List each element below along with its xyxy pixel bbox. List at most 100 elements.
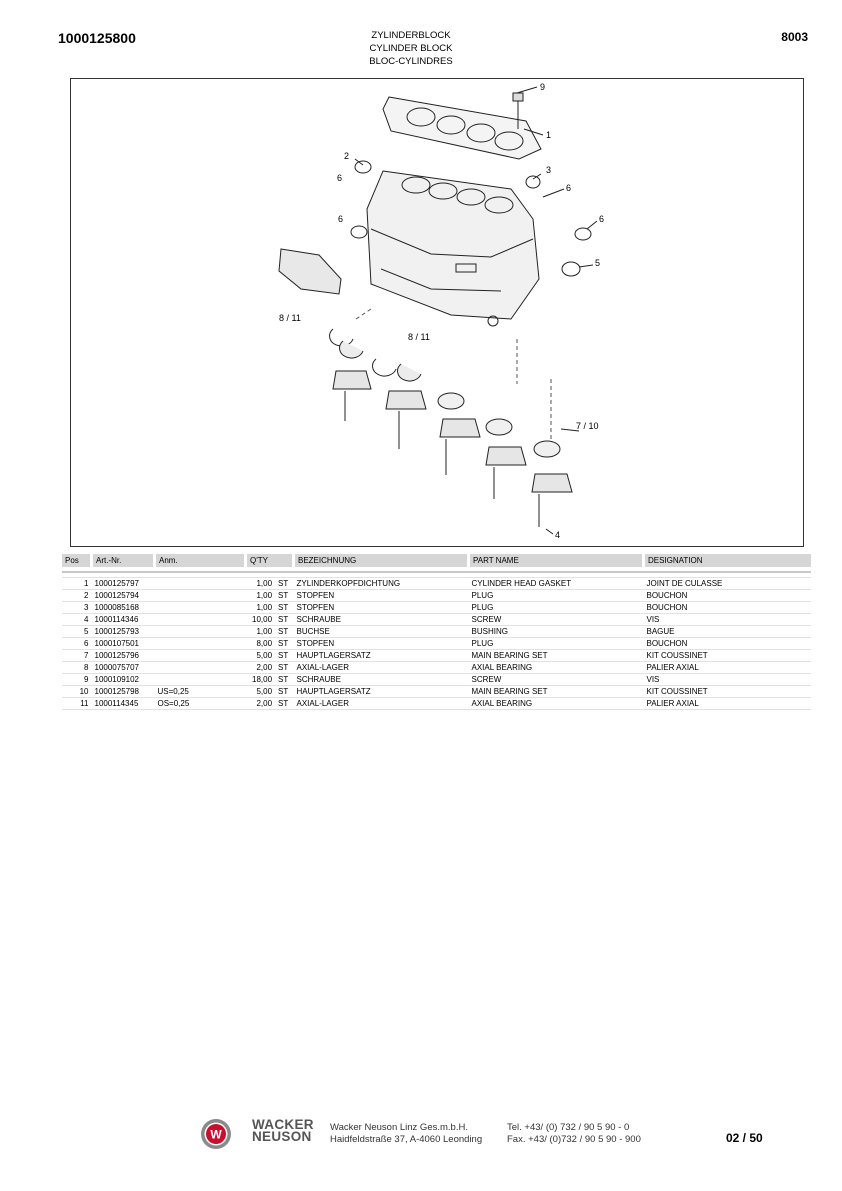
contact-info: Tel. +43/ (0) 732 / 90 5 90 - 0 Fax. +43…	[507, 1122, 641, 1146]
part-name-cell: AXIAL BEARING	[468, 661, 644, 674]
qty-cell: 5,00	[245, 649, 276, 662]
pos-cell: 8	[62, 661, 92, 674]
callout-label: 6	[337, 173, 343, 183]
fax-number: Fax. +43/ (0)732 / 90 5 90 - 900	[507, 1134, 641, 1145]
column-header-qty: Q'TY	[245, 554, 295, 567]
pos-cell: 4	[62, 613, 92, 626]
designation-cell: BAGUE	[643, 625, 811, 638]
pos-cell: 10	[62, 685, 92, 698]
phone-number: Tel. +43/ (0) 732 / 90 5 90 - 0	[507, 1122, 630, 1133]
column-header-bezeichnung: BEZEICHNUNG	[293, 554, 470, 567]
pos-cell: 5	[62, 625, 92, 638]
parts-table: Pos Art.-Nr. Anm. Q'TY BEZEICHNUNG PART …	[62, 554, 811, 710]
cylinder-block-shape	[366, 170, 540, 320]
part-name-cell: MAIN BEARING SET	[468, 649, 644, 662]
unit-cell: ST	[275, 673, 294, 686]
column-header-part-name: PART NAME	[468, 554, 645, 567]
bezeichnung-cell: SCHRAUBE	[293, 673, 469, 686]
bezeichnung-cell: AXIAL-LAGER	[293, 661, 469, 674]
art-nr-cell: 1000075707	[91, 661, 155, 674]
brand-line-1: WACKER	[252, 1117, 314, 1132]
pos-cell: 2	[62, 589, 92, 602]
art-nr-cell: 1000109102	[91, 673, 155, 686]
art-nr-cell: 1000125796	[91, 649, 155, 662]
exploded-view-figure: 9 1 2 6 3 6 6 6 5 8 / 11 8 / 11 7 / 10 4	[70, 78, 804, 547]
logo-letter: W	[210, 1128, 222, 1142]
unit-cell: ST	[275, 613, 294, 626]
head-gasket-shape	[382, 96, 542, 160]
designation-cell: KIT COUSSINET	[643, 685, 811, 698]
callout-label: 8 / 11	[279, 313, 301, 323]
unit-cell: ST	[275, 685, 294, 698]
art-nr-cell: 1000114346	[91, 613, 155, 626]
pos-cell: 11	[62, 697, 92, 710]
bezeichnung-cell: ZYLINDERKOPFDICHTUNG	[293, 577, 469, 590]
column-header-art-nr: Art.-Nr.	[91, 554, 156, 567]
anm-cell	[154, 661, 246, 674]
pos-cell: 9	[62, 673, 92, 686]
anm-cell	[154, 625, 246, 638]
page-code: 8003	[781, 30, 808, 44]
company-name: Wacker Neuson Linz Ges.m.b.H.	[330, 1122, 468, 1133]
brand-name: WACKER NEUSON	[252, 1117, 314, 1144]
anm-cell	[154, 637, 246, 650]
designation-cell: VIS	[643, 613, 811, 626]
designation-cell: JOINT DE CULASSE	[643, 577, 811, 590]
bezeichnung-cell: HAUPTLAGERSATZ	[293, 685, 469, 698]
part-name-cell: CYLINDER HEAD GASKET	[468, 577, 644, 590]
anm-cell: US=0,25	[154, 685, 246, 698]
title-german: ZYLINDERBLOCK	[371, 30, 451, 41]
designation-cell: BOUCHON	[643, 637, 811, 650]
part-name-cell: SCREW	[468, 673, 644, 686]
bezeichnung-cell: STOPFEN	[293, 589, 469, 602]
column-header-pos: Pos	[62, 554, 93, 567]
callout-label: 5	[595, 258, 601, 268]
part-name-cell: PLUG	[468, 601, 644, 614]
callout-label: 4	[555, 530, 561, 540]
pos-cell: 7	[62, 649, 92, 662]
unit-cell: ST	[275, 589, 294, 602]
unit-cell: ST	[275, 601, 294, 614]
qty-cell: 8,00	[245, 637, 276, 650]
page-number: 02 / 50	[726, 1131, 763, 1145]
art-nr-cell: 1000114345	[91, 697, 155, 710]
designation-cell: BOUCHON	[643, 601, 811, 614]
callout-label: 3	[546, 165, 552, 175]
qty-cell: 18,00	[245, 673, 276, 686]
anm-cell	[154, 673, 246, 686]
callout-label: 9	[540, 82, 546, 92]
unit-cell: ST	[275, 661, 294, 674]
page-title: ZYLINDERBLOCK CYLINDER BLOCK BLOC-CYLIND…	[300, 29, 522, 68]
table-header-row: Pos Art.-Nr. Anm. Q'TY BEZEICHNUNG PART …	[62, 554, 811, 567]
logo-inner-circle	[206, 1124, 226, 1144]
art-nr-cell: 1000107501	[91, 637, 155, 650]
art-nr-cell: 1000125794	[91, 589, 155, 602]
anm-cell	[154, 649, 246, 662]
unit-cell: ST	[275, 649, 294, 662]
bezeichnung-cell: AXIAL-LAGER	[293, 697, 469, 710]
company-address: Wacker Neuson Linz Ges.m.b.H. Haidfeldst…	[330, 1122, 482, 1146]
bezeichnung-cell: STOPFEN	[293, 601, 469, 614]
callout-label: 2	[344, 151, 350, 161]
designation-cell: PALIER AXIAL	[643, 661, 811, 674]
callout-label: 7 / 10	[576, 421, 599, 431]
callout-label: 6	[338, 214, 344, 224]
art-nr-cell: 1000125793	[91, 625, 155, 638]
qty-cell: 10,00	[245, 613, 276, 626]
bezeichnung-cell: SCHRAUBE	[293, 613, 469, 626]
document-number: 1000125800	[58, 30, 136, 46]
part-name-cell: AXIAL BEARING	[468, 697, 644, 710]
pos-cell: 6	[62, 637, 92, 650]
art-nr-cell: 1000125797	[91, 577, 155, 590]
qty-cell: 1,00	[245, 601, 276, 614]
qty-cell: 5,00	[245, 685, 276, 698]
